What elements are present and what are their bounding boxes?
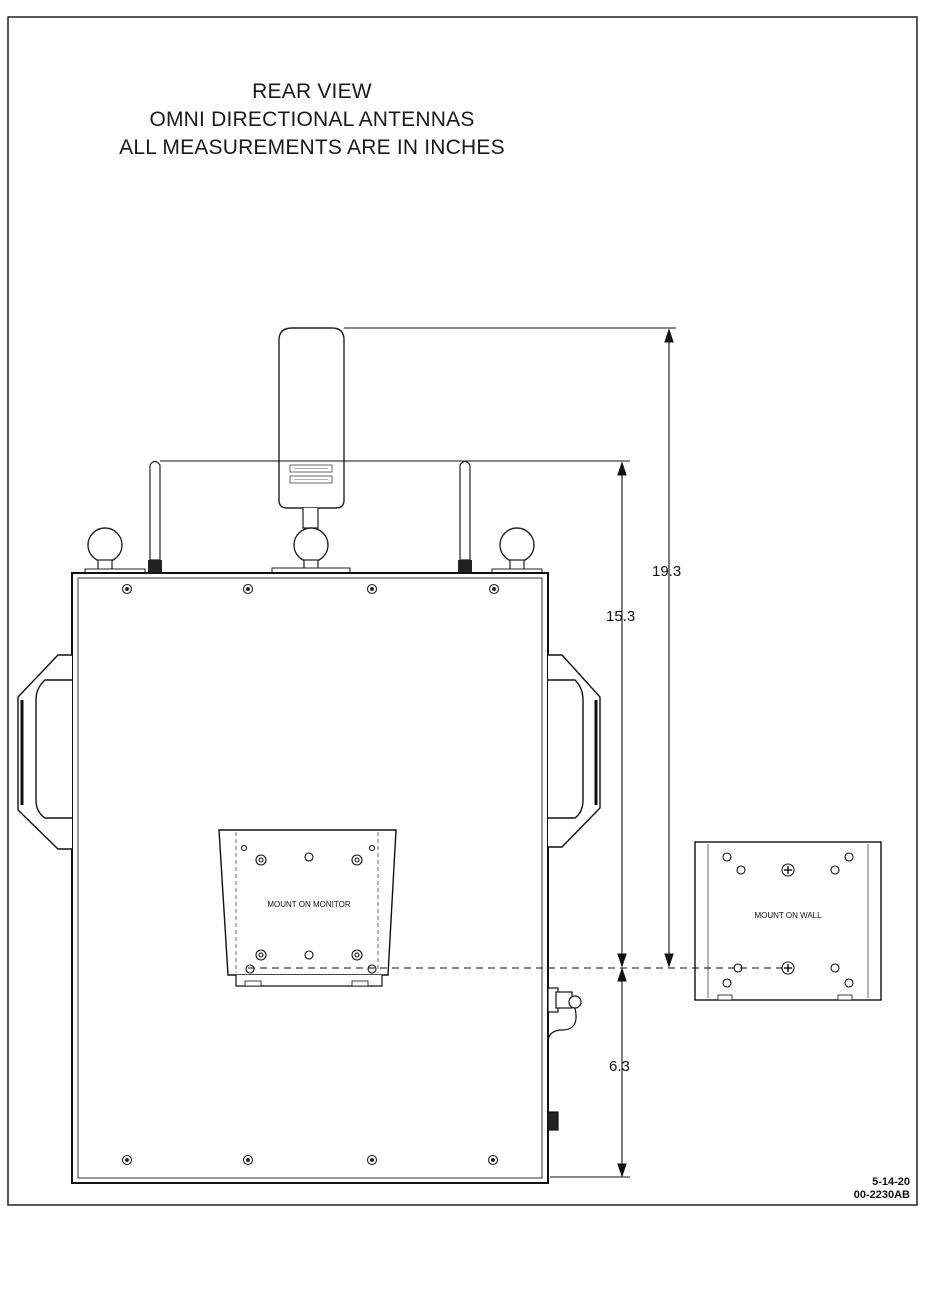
dimension-antenna-height: 15.3 (606, 608, 635, 625)
ball-mount-center (294, 528, 328, 572)
side-connector (548, 988, 581, 1130)
monitor-mount-plate: MOUNT ON MONITOR (219, 830, 396, 986)
title-line-2: OMNI DIRECTIONAL ANTENNAS (62, 106, 562, 134)
dimension-overall-height: 19.3 (652, 563, 681, 580)
drawing-date: 5-14-20 (854, 1176, 910, 1189)
whip-antenna-right (458, 462, 472, 574)
handle-right (548, 655, 600, 847)
mount-on-monitor-label: MOUNT ON MONITOR (267, 900, 350, 909)
title-line-3: ALL MEASUREMENTS ARE IN INCHES (62, 134, 562, 162)
dimension-mount-height: 6.3 (609, 1058, 630, 1075)
drawing-number: 00-2230AB (854, 1189, 910, 1202)
drawing-title: REAR VIEW OMNI DIRECTIONAL ANTENNAS ALL … (62, 78, 562, 162)
whip-antenna-left (148, 462, 162, 574)
ball-mount-left (88, 528, 122, 572)
wall-mount-plate: MOUNT ON WALL (695, 842, 881, 1000)
drawing-footer: 5-14-20 00-2230AB (854, 1176, 910, 1202)
handle-left (18, 655, 72, 849)
ball-mount-right (500, 528, 534, 572)
paddle-antenna (279, 328, 344, 528)
mount-on-wall-label: MOUNT ON WALL (754, 911, 822, 920)
title-line-1: REAR VIEW (62, 78, 562, 106)
